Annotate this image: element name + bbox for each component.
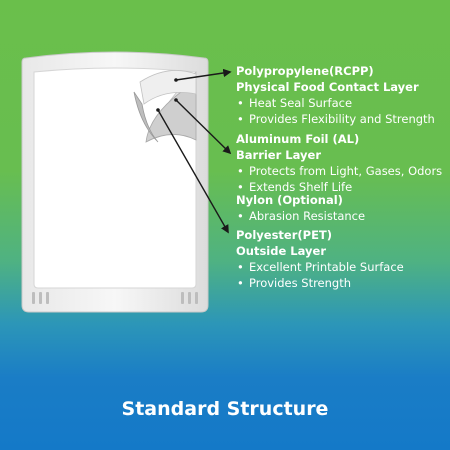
layer-pet: Polyester(PET) Outside Layer Excellent P… <box>236 227 404 291</box>
arrow-origin-pet <box>156 108 160 112</box>
layer-rcpp-bullets: Heat Seal Surface Provides Flexibility a… <box>236 95 435 127</box>
bullet-item: Provides Flexibility and Strength <box>236 111 435 127</box>
layer-pet-role: Outside Layer <box>236 244 326 258</box>
layer-al-material: Aluminum Foil (AL) <box>236 132 360 146</box>
arrow-origin-al <box>174 98 178 102</box>
layer-rcpp-role: Physical Food Contact Layer <box>236 80 419 94</box>
arrow-al <box>175 99 232 155</box>
arrow-origin-rcpp <box>174 78 178 82</box>
peeled-curl <box>133 91 159 143</box>
bullet-item: Abrasion Resistance <box>236 208 365 224</box>
layer-al-role: Barrier Layer <box>236 148 321 162</box>
bullet-item: Heat Seal Surface <box>236 95 435 111</box>
page-title: Standard Structure <box>121 398 329 420</box>
layer-al: Aluminum Foil (AL) Barrier Layer Protect… <box>236 131 442 195</box>
layer-nylon-bullets: Abrasion Resistance <box>236 208 365 224</box>
layer-al-bullets: Protects from Light, Gases, Odors Extend… <box>236 163 442 195</box>
layer-rcpp-material: Polypropylene(RCPP) <box>236 64 374 78</box>
layer-rcpp: Polypropylene(RCPP) Physical Food Contac… <box>236 63 435 127</box>
bottom-left-vents <box>32 292 49 304</box>
layer-pet-material: Polyester(PET) <box>236 228 333 242</box>
layer-pet-bullets: Excellent Printable Surface Provides Str… <box>236 259 404 291</box>
layer-nylon: Nylon (Optional) Abrasion Resistance <box>236 192 365 224</box>
bottom-right-vents <box>181 292 198 304</box>
peeled-layer-al <box>145 81 197 143</box>
arrow-rcpp <box>175 68 232 81</box>
bullet-item: Provides Strength <box>236 275 404 291</box>
bullet-item: Protects from Light, Gases, Odors <box>236 163 442 179</box>
bullet-item: Extends Shelf Life <box>236 179 442 195</box>
bullet-item: Excellent Printable Surface <box>236 259 404 275</box>
arrow-pet <box>157 109 229 234</box>
layer-nylon-material: Nylon (Optional) <box>236 193 343 207</box>
